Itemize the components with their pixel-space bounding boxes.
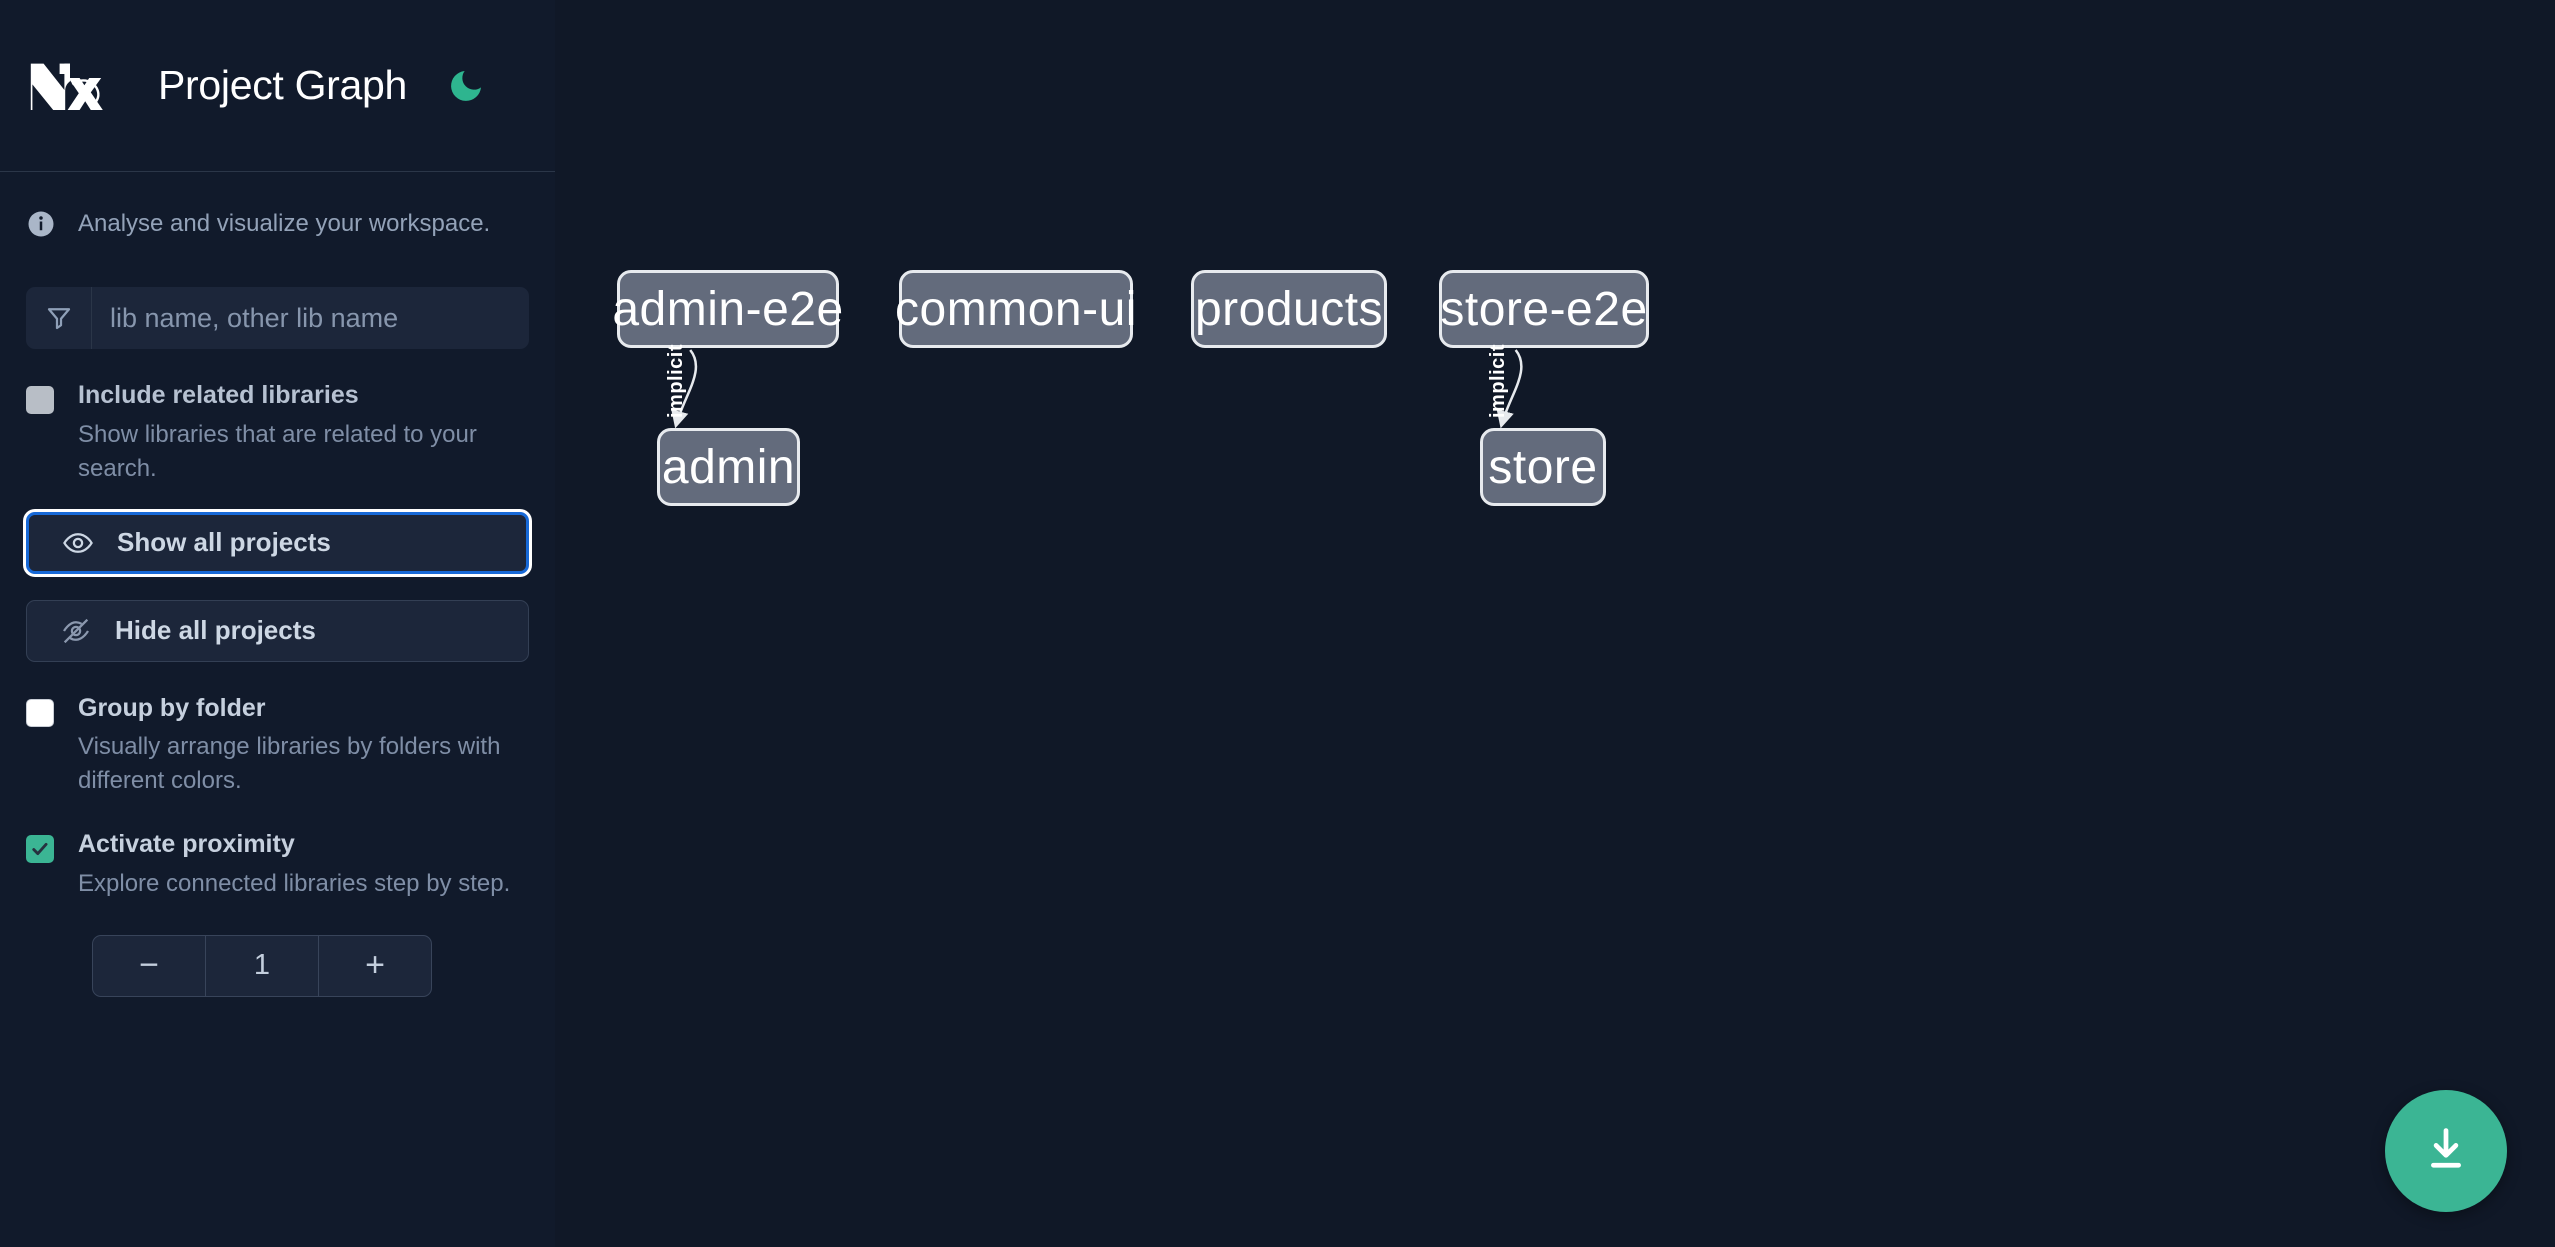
- graph-node-admin-e2e[interactable]: admin-e2e: [612, 270, 843, 348]
- moon-icon[interactable]: [443, 63, 489, 109]
- option-include-related-libraries[interactable]: Include related libraries Show libraries…: [26, 379, 529, 486]
- option-sublabel-activate-proximity: Explore connected libraries step by step…: [78, 869, 511, 897]
- filter-funnel-icon: [26, 287, 92, 349]
- option-sublabel-group-by-folder: Visually arrange libraries by folders wi…: [78, 733, 501, 795]
- eye-off-icon: [59, 614, 93, 648]
- sidebar-description: Analyse and visualize your workspace.: [0, 172, 555, 275]
- option-group-by-folder[interactable]: Group by folder Visually arrange librari…: [26, 692, 529, 799]
- show-all-projects-label: Show all projects: [117, 527, 331, 558]
- graph-edges: [671, 349, 1523, 429]
- proximity-stepper[interactable]: − 1 +: [92, 934, 432, 997]
- option-label-group-by-folder: Group by folder: [78, 693, 266, 722]
- page-title: Project Graph: [158, 62, 408, 108]
- hide-all-projects-button[interactable]: Hide all projects: [26, 599, 529, 662]
- hide-all-projects-label: Hide all projects: [115, 615, 316, 646]
- edge-label-admin-e2e-admin: implicit: [665, 343, 687, 418]
- option-label-activate-proximity: Activate proximity: [78, 830, 295, 859]
- search-field[interactable]: [26, 287, 529, 349]
- checkbox-group-by-folder[interactable]: [26, 698, 54, 727]
- sidebar-body: Include related libraries Show libraries…: [0, 287, 555, 997]
- info-icon: [26, 209, 56, 239]
- option-activate-proximity[interactable]: Activate proximity Explore connected lib…: [26, 828, 529, 901]
- proximity-increment-button[interactable]: +: [318, 935, 431, 996]
- show-all-projects-button[interactable]: Show all projects: [26, 511, 529, 574]
- option-sublabel-include-related-libraries: Show libraries that are related to your …: [78, 420, 477, 482]
- nx-logo-icon: [26, 53, 122, 119]
- search-input[interactable]: [92, 287, 529, 349]
- proximity-value: 1: [205, 935, 318, 996]
- graph-node-common-ui[interactable]: common-ui: [895, 270, 1136, 348]
- graph-canvas[interactable]: admin-e2e common-ui products store-e2e admin…: [555, 0, 2555, 1247]
- graph-node-admin[interactable]: admin: [657, 428, 800, 506]
- checkbox-include-related-libraries[interactable]: [26, 386, 54, 414]
- sidebar-header: Project Graph: [0, 0, 555, 172]
- eye-icon: [61, 526, 95, 560]
- sidebar-description-text: Analyse and visualize your workspace.: [78, 209, 491, 237]
- proximity-decrement-button[interactable]: −: [139, 946, 159, 985]
- checkbox-activate-proximity[interactable]: [26, 835, 54, 864]
- edge-label-store-e2e-store: implicit: [1487, 343, 1509, 418]
- download-graph-button[interactable]: [2385, 1090, 2507, 1212]
- download-icon: [2419, 1122, 2473, 1181]
- option-label-include-related-libraries: Include related libraries: [78, 381, 359, 409]
- graph-node-products[interactable]: products: [1191, 270, 1387, 348]
- sidebar: Project Graph Analyse and visualize your…: [0, 0, 555, 1247]
- checkmark-icon: [32, 843, 48, 856]
- graph-node-store-e2e[interactable]: store-e2e: [1439, 270, 1649, 348]
- graph-node-store[interactable]: store: [1480, 428, 1606, 506]
